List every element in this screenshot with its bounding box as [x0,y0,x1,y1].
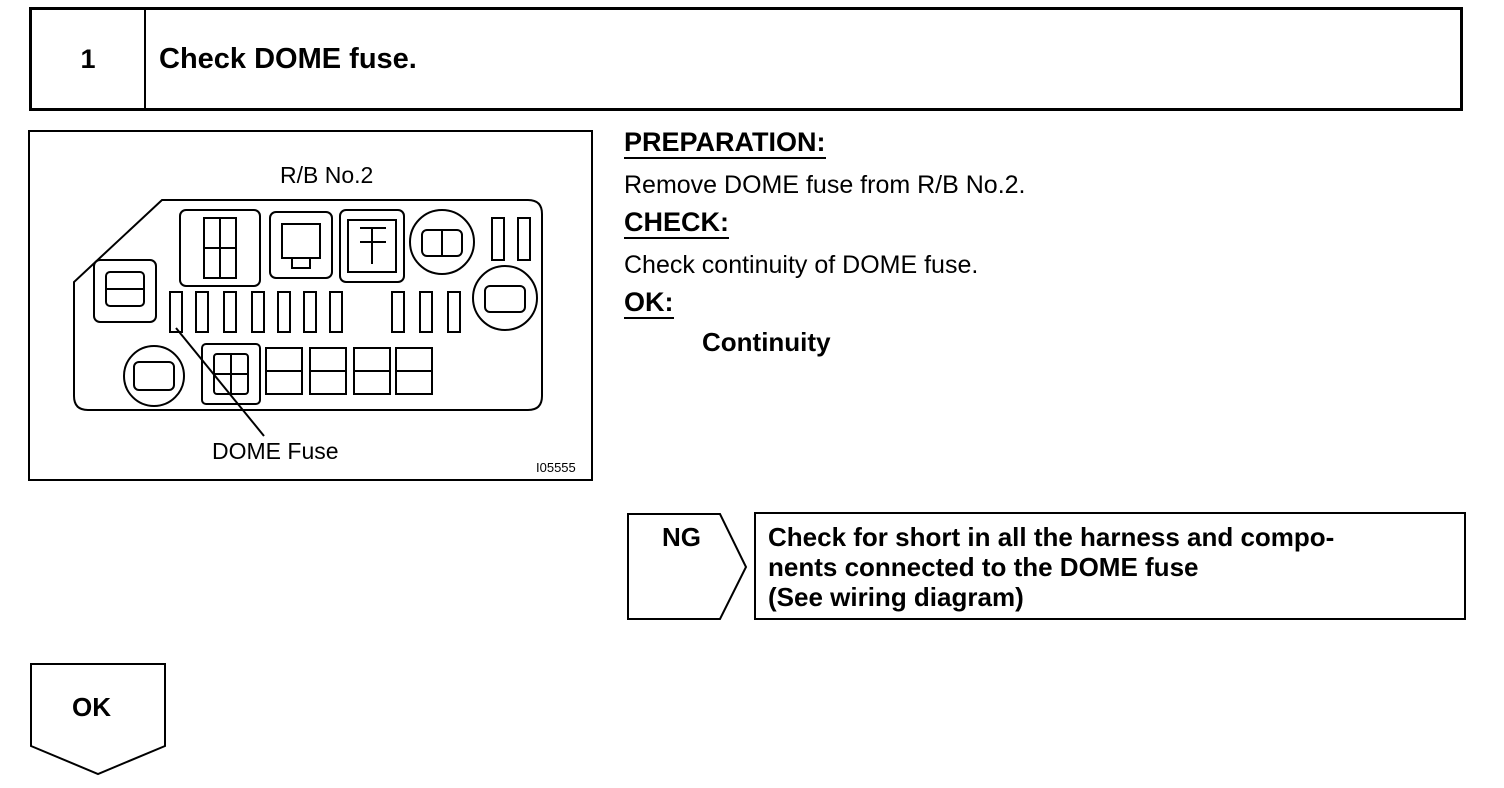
relay-block-figure: R/B No.2 DOME Fuse I05555 [28,130,593,481]
relay-block-label: R/B No.2 [280,162,374,188]
ng-action-line1: Check for short in all the harness and c… [768,522,1335,552]
dome-fuse-label: DOME Fuse [212,438,339,464]
ng-label: NG [662,522,701,552]
step-title: Check DOME fuse. [159,42,417,75]
step-number: 1 [32,10,146,108]
fuse-leader-line [175,327,265,437]
ng-action-line3: (See wiring diagram) [768,582,1024,612]
ng-action-box: Check for short in all the harness and c… [754,512,1466,620]
ok-value: Continuity [702,327,831,357]
check-text: Check continuity of DOME fuse. [624,251,979,279]
ok-branch-label: OK [72,692,111,722]
relay-block-outline [73,199,543,411]
relay-block-diagram [73,199,543,437]
ok-heading: OK: [624,287,674,319]
step-header: 1 Check DOME fuse. [29,7,1463,111]
ng-arrow-icon [627,513,748,620]
ok-arrow-icon [30,663,166,776]
ng-action-line2: nents connected to the DOME fuse [768,552,1199,582]
figure-code: I05555 [536,460,576,475]
check-heading: CHECK: [624,207,729,239]
preparation-text: Remove DOME fuse from R/B No.2. [624,171,1026,199]
preparation-heading: PREPARATION: [624,127,826,159]
